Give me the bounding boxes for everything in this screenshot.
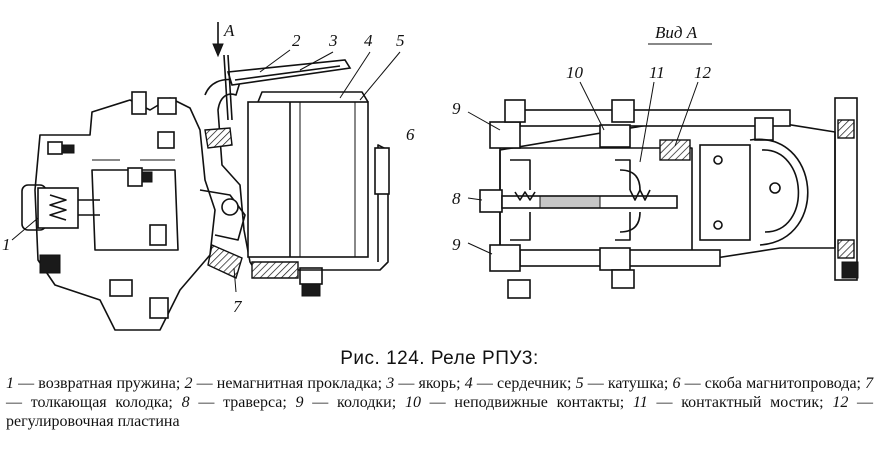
legend-item-number: 10 — [404, 394, 421, 411]
relay-drawing: A 1 2 3 4 5 6 7 Вид А — [2, 21, 859, 331]
legend-item-number: 12 — [832, 394, 849, 411]
label-1: 1 — [2, 235, 11, 254]
label-2: 2 — [292, 31, 301, 50]
label-7: 7 — [233, 297, 243, 316]
legend-item-text: — контактный мостик; — [647, 394, 824, 411]
legend-item-text: — якорь; — [394, 375, 461, 392]
legend-item-number: 5 — [575, 375, 584, 392]
legend-item: 7 — толкающая колодка; — [6, 375, 873, 411]
legend-item: 5 — катушка; — [576, 375, 669, 392]
base-plate — [34, 97, 216, 331]
legend-item-text: — регулировочная пластина — [6, 394, 874, 430]
view-arrow — [212, 22, 224, 58]
legend-item-number: 11 — [632, 394, 648, 411]
legend-item: 2 — немагнитная прокладка; — [184, 375, 382, 392]
legend-item: 6 — скоба магнитопровода; — [672, 375, 861, 392]
label-6: 6 — [406, 125, 415, 144]
legend-item-text: — толкающая колодка; — [6, 394, 173, 411]
label-8: 8 — [452, 189, 461, 208]
legend-item: 11 — контактный мостик; — [633, 394, 824, 411]
label-11: 11 — [649, 63, 665, 82]
legend-item-number: 2 — [184, 375, 193, 392]
leaders-left — [11, 49, 401, 293]
yoke-end — [374, 147, 390, 195]
legend-item-text: — неподвижные контакты; — [420, 394, 625, 411]
label-arrow-a: A — [223, 21, 235, 40]
legend-item-text: — колодки; — [303, 394, 397, 411]
legend-item-text: — траверса; — [189, 394, 287, 411]
view-a-title: Вид А — [655, 23, 698, 42]
figure-caption: Рис. 124. Реле РПУ3: 1 — возвратная пруж… — [0, 348, 879, 431]
legend-item-text: — сердечник; — [472, 375, 572, 392]
caption-title: Рис. 124. Реле РПУ3: — [340, 348, 539, 369]
view-a: Вид А — [452, 23, 859, 299]
label-12: 12 — [694, 63, 712, 82]
legend-item: 3 — якорь; — [386, 375, 460, 392]
contact-blocks — [489, 99, 774, 299]
legend-item-number: 3 — [386, 375, 395, 392]
fasteners — [39, 91, 323, 319]
label-5: 5 — [396, 31, 405, 50]
legend-item-number: 6 — [672, 375, 681, 392]
traverse — [479, 189, 678, 213]
legend-item-text: — немагнитная прокладка; — [192, 375, 383, 392]
legend-item-text: — возвратная пружина; — [14, 375, 181, 392]
label-4: 4 — [364, 31, 373, 50]
caption-legend: 1 — возвратная пружина; 2 — немагнитная … — [0, 374, 879, 431]
label-10: 10 — [566, 63, 584, 82]
legend-item-number: 7 — [865, 375, 874, 392]
legend-item: 9 — колодки; — [296, 394, 397, 411]
legend-item: 4 — сердечник; — [465, 375, 572, 392]
legend-item-text: — катушка; — [583, 375, 669, 392]
coil — [247, 91, 369, 258]
label-9-bottom: 9 — [452, 235, 461, 254]
mounting-plate — [834, 97, 859, 281]
legend-item-text: — скоба магнитопровода; — [680, 375, 861, 392]
pushing-block — [204, 127, 299, 279]
regulating-plate — [699, 138, 809, 246]
legend-item: 10 — неподвижные контакты; — [405, 394, 624, 411]
legend-item-number: 8 — [181, 394, 190, 411]
top-rail — [519, 109, 791, 127]
side-view: A 1 2 3 4 5 6 7 — [2, 21, 415, 331]
legend-item-number: 9 — [295, 394, 304, 411]
label-9-top: 9 — [452, 99, 461, 118]
legend-item: 12 — регулировочная пластина — [6, 394, 873, 430]
legend-item: 8 — траверса; — [182, 394, 287, 411]
label-3: 3 — [328, 31, 338, 50]
return-spring — [21, 184, 100, 231]
legend-item-number: 1 — [6, 375, 14, 392]
contact-bridges — [510, 159, 641, 241]
leaders-right — [467, 81, 699, 255]
legend-item: 1 — возвратная пружина; — [6, 375, 180, 392]
legend-item-number: 4 — [464, 375, 473, 392]
armature — [223, 54, 352, 121]
